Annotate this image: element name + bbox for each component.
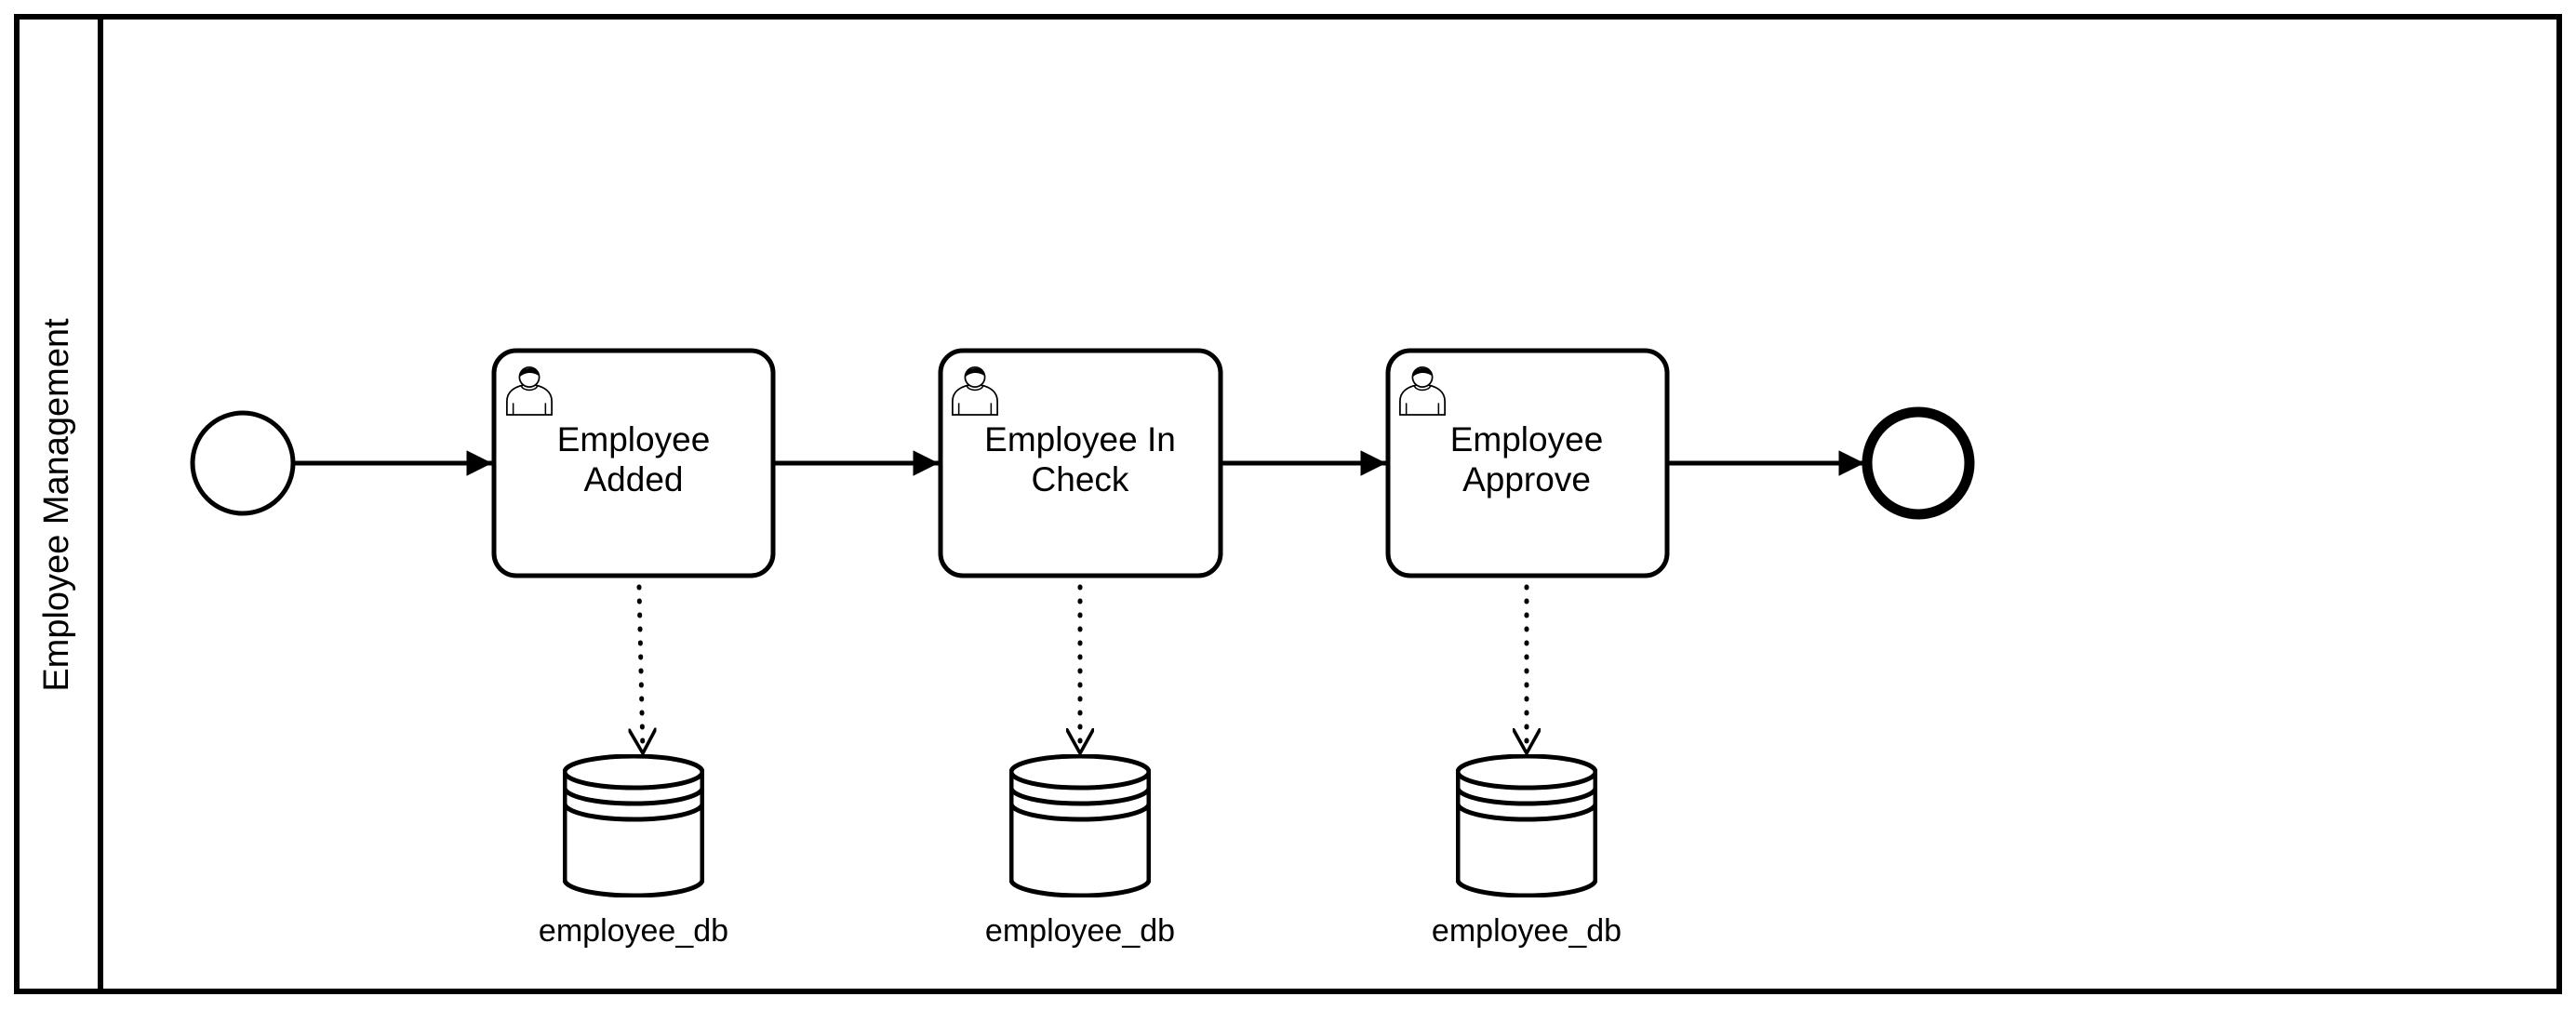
task-employee-added[interactable]: Employee Added	[491, 348, 776, 578]
data-associations	[639, 584, 1527, 753]
data-store-label: employee_db	[985, 913, 1175, 949]
task-label-line-2: Approve	[1462, 460, 1591, 498]
task-label-line-2: Check	[1032, 460, 1129, 498]
pool-label: Employee Management	[37, 318, 76, 692]
pool-border	[14, 14, 2562, 994]
end-event[interactable]	[1862, 406, 1975, 520]
data-store-label: employee_db	[539, 913, 728, 949]
task-label-line-2: Added	[584, 460, 684, 498]
start-event[interactable]	[190, 410, 296, 516]
task-employee-approve[interactable]: Employee Approve	[1385, 348, 1670, 578]
database-icon	[1011, 756, 1149, 896]
database-icon	[1458, 756, 1595, 896]
data-store-1[interactable]: employee_db	[539, 756, 728, 949]
task-box	[1385, 348, 1670, 578]
data-association-added	[639, 584, 643, 753]
data-store-3[interactable]: employee_db	[1432, 756, 1622, 949]
data-store-label: employee_db	[1432, 913, 1622, 949]
task-label-line-1: Employee In	[984, 420, 1176, 458]
task-label-line-1: Employee	[1450, 420, 1604, 458]
database-icon	[565, 756, 702, 896]
task-box	[938, 348, 1223, 578]
task-box	[491, 348, 776, 578]
task-label-line-1: Employee	[557, 420, 711, 458]
task-employee-in-check[interactable]: Employee In Check	[938, 348, 1223, 578]
pool: Employee Management	[14, 14, 2562, 994]
data-store-2[interactable]: employee_db	[985, 756, 1175, 949]
